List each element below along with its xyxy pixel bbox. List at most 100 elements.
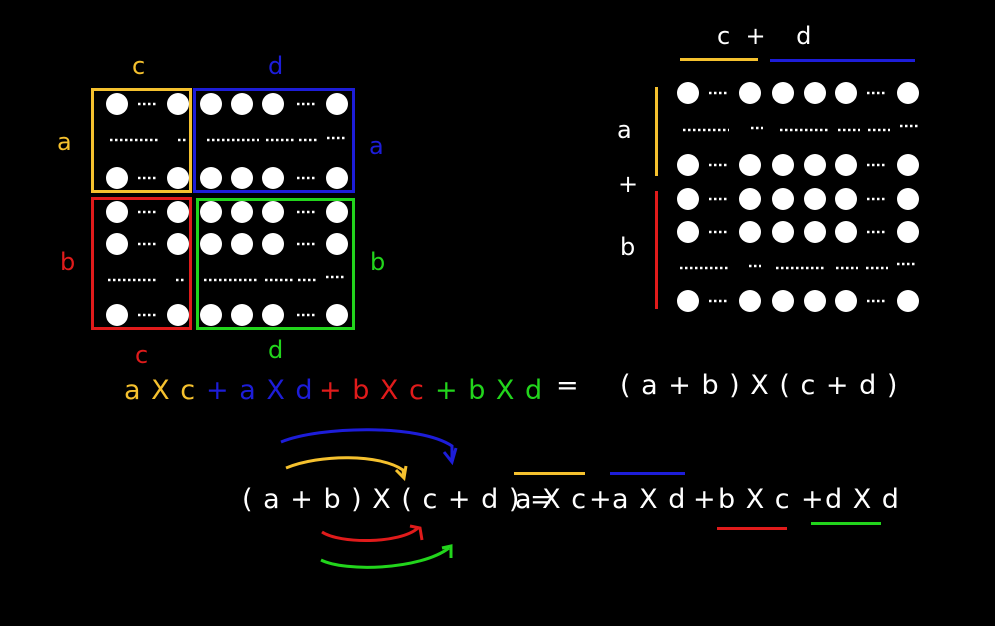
dot-icon [231, 201, 253, 223]
dot-icon [200, 93, 222, 115]
dot-icon [739, 188, 761, 210]
dot-icon [262, 201, 284, 223]
grid-label-top-d: d [268, 52, 284, 80]
dot-icon [106, 93, 128, 115]
dot-icon [897, 188, 919, 210]
dot-icon [326, 201, 348, 223]
arrow-head-icon [394, 465, 408, 482]
dot-icon [677, 221, 699, 243]
box-a-times-c [91, 88, 192, 193]
eq2-term-2: a X d [612, 484, 687, 515]
arrow-head-icon [442, 447, 458, 466]
dot-icon [200, 304, 222, 326]
curved-arrow-icon [285, 456, 406, 479]
dot-icon [167, 304, 189, 326]
dot-icon [200, 167, 222, 189]
dot-icon [231, 233, 253, 255]
dot-icon [677, 290, 699, 312]
array-bar-c [680, 58, 758, 61]
eq2-bar-yellow [514, 472, 585, 475]
ellipsis-layer [108, 91, 920, 317]
array-bar-a [655, 87, 658, 176]
dot-icon [200, 233, 222, 255]
array-bar-d [770, 59, 915, 62]
eq2-bar-red [717, 527, 787, 530]
eq1-term-bc: + b X c [319, 375, 425, 406]
box-b-times-c [91, 197, 192, 330]
dot-icon [106, 167, 128, 189]
eq1-term-ad: + a X d [206, 375, 314, 406]
dot-icon [106, 304, 128, 326]
eq1-term-bd: + b X d [435, 375, 544, 406]
dot-icon [772, 82, 794, 104]
dot-icon [835, 188, 857, 210]
dot-icon [739, 221, 761, 243]
dot-icon [262, 304, 284, 326]
eq1-equals: = [556, 370, 580, 401]
array-bar-b [655, 191, 658, 309]
dot-icon [835, 82, 857, 104]
array-label-c-plus-d: c + d [717, 22, 812, 50]
curved-arrow-icon [280, 428, 454, 462]
dot-icon [231, 304, 253, 326]
grid-label-left-a: a [57, 128, 72, 156]
arrow-head-icon [409, 524, 424, 541]
dot-icon [231, 167, 253, 189]
grid-label-right-a: a [369, 132, 384, 160]
eq2-term-3: b X c [718, 484, 791, 515]
dot-icon [326, 233, 348, 255]
dot-icon [326, 93, 348, 115]
dot-icon [200, 201, 222, 223]
dot-icon [835, 154, 857, 176]
array-label-a: a [617, 116, 632, 144]
eq2-bar-green [811, 522, 881, 525]
dot-icon [262, 167, 284, 189]
eq2-plus-2: + [693, 484, 717, 515]
dot-icon [167, 201, 189, 223]
grid-label-bottom-d: d [268, 336, 284, 364]
dot-icon [106, 233, 128, 255]
dot-icon [772, 188, 794, 210]
dot-icon [804, 188, 826, 210]
dot-icon [772, 290, 794, 312]
curved-arrow-icon [321, 526, 419, 543]
dot-icon [897, 154, 919, 176]
grid-label-left-b: b [60, 248, 76, 276]
array-label-b: b [620, 233, 636, 261]
dot-icon [835, 221, 857, 243]
dot-icon [897, 221, 919, 243]
arrow-head-icon [441, 544, 453, 558]
dot-icon [677, 154, 699, 176]
dot-icon [167, 167, 189, 189]
dot-icon [262, 233, 284, 255]
curved-arrow-icon [320, 546, 450, 569]
eq2-plus-3: + [801, 484, 825, 515]
dot-icon [804, 290, 826, 312]
dot-icon [804, 82, 826, 104]
eq2-bar-blue [610, 472, 685, 475]
eq2-term-1: a X c [515, 484, 588, 515]
dot-layer [106, 82, 919, 326]
dot-icon [739, 290, 761, 312]
array-label-plus: + [618, 170, 639, 198]
dot-icon [677, 82, 699, 104]
dot-icon [835, 290, 857, 312]
dot-icon [231, 93, 253, 115]
grid-label-bottom-c: c [135, 341, 149, 369]
box-a-times-d [193, 88, 355, 193]
eq2-plus-1: + [589, 484, 613, 515]
dot-icon [772, 221, 794, 243]
dot-icon [326, 167, 348, 189]
box-b-times-d [196, 198, 355, 330]
dot-icon [772, 154, 794, 176]
dot-icon [262, 93, 284, 115]
dot-icon [804, 221, 826, 243]
dot-icon [326, 304, 348, 326]
dot-icon [677, 188, 699, 210]
eq1-rhs: ( a + b ) X ( c + d ) [620, 370, 899, 401]
dot-icon [804, 154, 826, 176]
grid-label-top-c: c [132, 52, 146, 80]
grid-label-right-b: b [370, 248, 386, 276]
